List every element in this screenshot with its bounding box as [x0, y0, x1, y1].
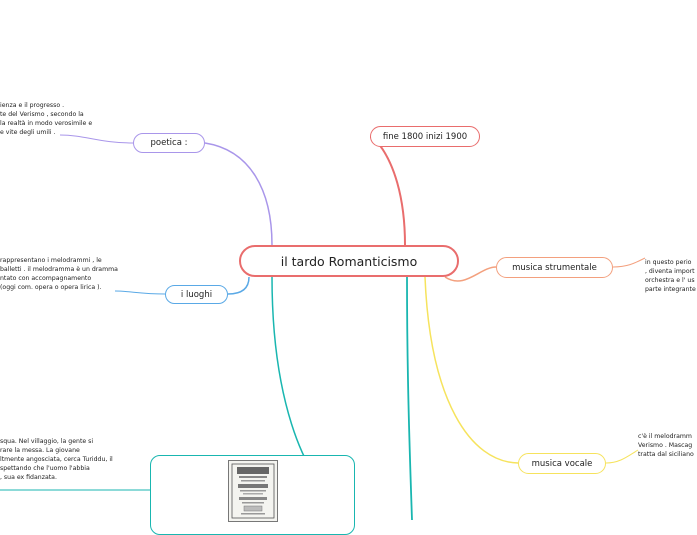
score-cover-image — [228, 460, 278, 522]
topic-musica-strumentale[interactable]: musica strumentale — [496, 257, 613, 278]
edge-luoghi-note — [115, 291, 165, 294]
note-line: , diventa import — [645, 268, 696, 277]
edge-vocale — [425, 277, 518, 463]
note-line: orchestra e l' us — [645, 277, 696, 286]
central-topic[interactable]: il tardo Romanticismo — [239, 245, 459, 277]
note-line: , sua ex fidanzata. — [0, 474, 113, 483]
edge-luoghi — [228, 277, 249, 294]
note-line: ltmente angosciata, cerca Turiddu, il — [0, 456, 113, 465]
note-line: squa. Nel villaggio, la gente si — [0, 438, 113, 447]
note-story: squa. Nel villaggio, la gente si rare la… — [0, 438, 113, 482]
edge-strumentale-note — [613, 258, 645, 267]
note-line: in questo perio — [645, 259, 696, 268]
topic-luoghi[interactable]: i luoghi — [165, 285, 228, 304]
note-line: rare la messa. La giovane — [0, 447, 113, 456]
topic-fine-1800[interactable]: fine 1800 inizi 1900 — [370, 126, 480, 147]
topic-luoghi-label: i luoghi — [181, 290, 212, 300]
note-line: ntato con accompagnamento — [0, 275, 118, 284]
topic-musica-vocale[interactable]: musica vocale — [518, 453, 606, 474]
note-line: te del Verismo , secondo la — [0, 111, 92, 120]
central-topic-label: il tardo Romanticismo — [281, 254, 418, 269]
topic-fine-1800-label: fine 1800 inizi 1900 — [383, 132, 467, 142]
topic-poetica[interactable]: poetica : — [133, 133, 205, 153]
note-line: e vite degli umili . — [0, 129, 92, 138]
topic-musica-strumentale-label: musica strumentale — [512, 263, 597, 273]
note-line: rappresentano i melodrammi , le — [0, 257, 118, 266]
edge-down — [407, 277, 412, 520]
edge-poetica — [205, 143, 272, 245]
topic-poetica-label: poetica : — [151, 138, 188, 148]
note-strumentale: in questo perio , diventa import orchest… — [645, 259, 696, 295]
note-line: spettando che l'uomo l'abbia — [0, 465, 113, 474]
edge-fine — [373, 137, 405, 245]
note-line: parte integrante — [645, 286, 696, 295]
note-luoghi: rappresentano i melodrammi , le balletti… — [0, 257, 118, 293]
note-line: tratta dal siciliano — [638, 451, 694, 460]
note-line: balletti . il melodramma è un dramma — [0, 266, 118, 275]
note-line: la realtà in modo verosimile e — [0, 120, 92, 129]
note-line: (oggi com. opera o opera lirica ). — [0, 284, 118, 293]
note-line: ienza e il progresso . — [0, 102, 92, 111]
note-line: c'è il melodramm — [638, 433, 694, 442]
note-vocale: c'è il melodramm Verismo . Mascag tratta… — [638, 433, 694, 460]
note-line: Verismo . Mascag — [638, 442, 694, 451]
edge-vocale-note — [606, 450, 638, 463]
note-poetica: ienza e il progresso . te del Verismo , … — [0, 102, 92, 138]
topic-musica-vocale-label: musica vocale — [532, 459, 593, 469]
